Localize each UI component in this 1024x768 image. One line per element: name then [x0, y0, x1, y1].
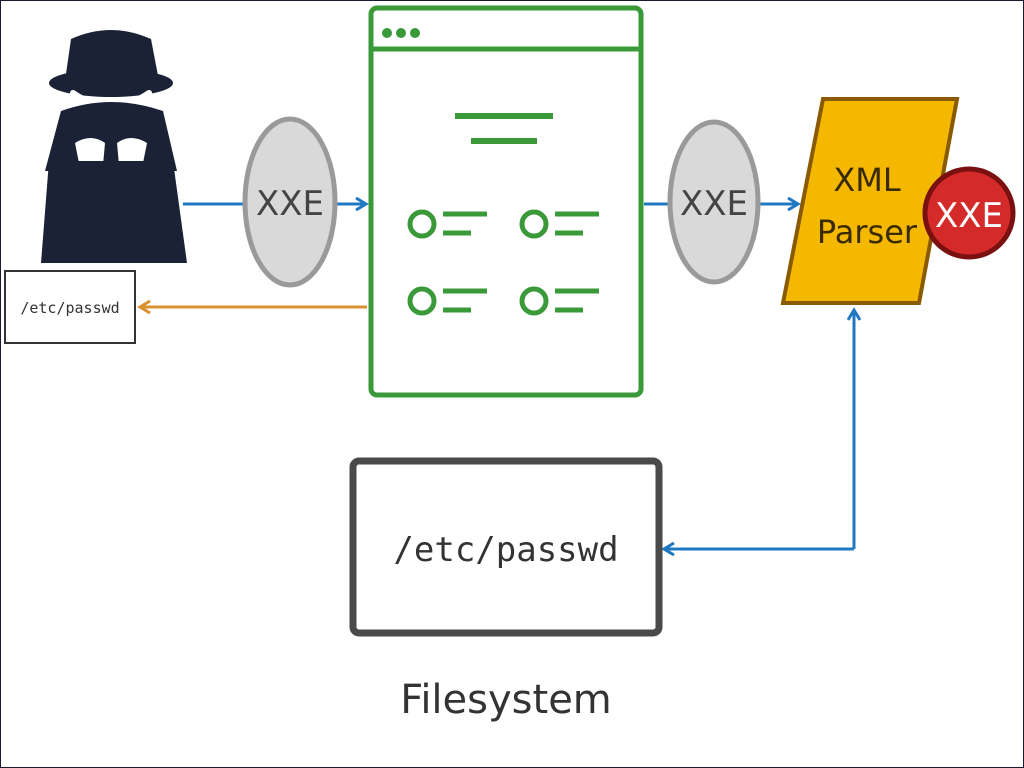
attacker-icon — [41, 30, 187, 263]
attacker-result-label: /etc/passwd — [20, 299, 119, 317]
xml-parser-label-line2: Parser — [817, 213, 918, 251]
filesystem-caption: Filesystem — [400, 677, 612, 723]
xxe-badge-label: XXE — [935, 196, 1003, 236]
filesystem-file-box — [349, 457, 663, 637]
xml-parser-label-line1: XML — [833, 161, 901, 199]
attacker-result-box — [4, 270, 136, 344]
xxe-vulnerability-badge: XXE — [922, 166, 1016, 260]
xxe-payload-label-2: XXE — [680, 184, 748, 224]
xml-parser-node: XML Parser — [780, 97, 960, 305]
xxe-payload-bubble-1: XXE — [242, 116, 338, 288]
filesystem-file-label: /etc/passwd — [393, 530, 618, 570]
xxe-payload-bubble-2: XXE — [667, 119, 761, 285]
xxe-payload-label-1: XXE — [256, 184, 324, 224]
web-app-window-icon — [368, 5, 644, 398]
